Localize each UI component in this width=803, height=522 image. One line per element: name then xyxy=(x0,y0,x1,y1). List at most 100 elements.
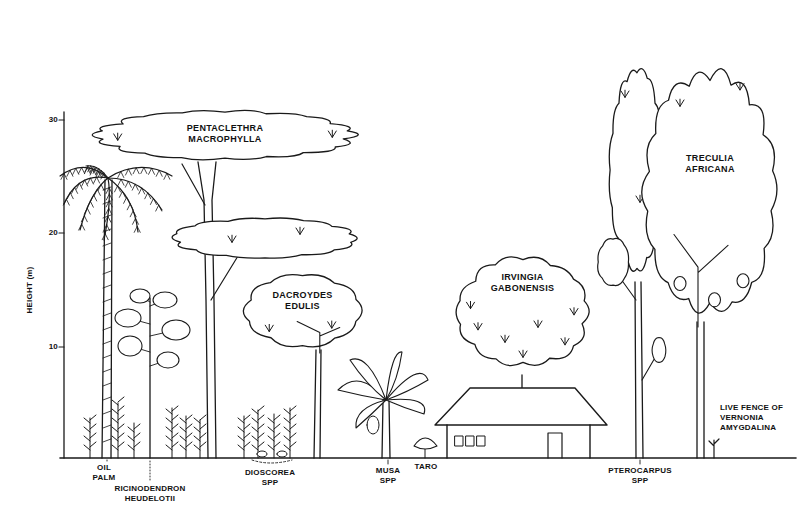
crown-outline xyxy=(448,250,598,375)
axis-tick xyxy=(59,232,64,233)
palm-leaflet xyxy=(87,201,93,207)
leaf-mark xyxy=(561,338,569,345)
tree-crown: PENTACLETHRA MACROPHYLLA xyxy=(80,106,370,164)
palm-leaflet xyxy=(156,205,162,211)
palm-leaflet xyxy=(106,194,112,200)
leaf-mark xyxy=(570,308,578,315)
palm-leaflet xyxy=(67,170,73,176)
palm-leaflet xyxy=(149,168,155,174)
shrub xyxy=(112,397,124,458)
palm-leaflet xyxy=(87,178,93,184)
tick-value: 20 xyxy=(38,228,58,238)
palm-leaflet xyxy=(79,168,85,174)
plant-name: PTEROCARPUS SPP xyxy=(605,466,675,486)
palm-ring xyxy=(103,285,111,288)
crown-lobe xyxy=(652,338,666,363)
shrub xyxy=(252,406,264,458)
palm-leaflet xyxy=(141,168,147,174)
palm-leaflet xyxy=(84,208,90,214)
leaf-mark xyxy=(501,335,509,342)
tree-crown: TRECULIA AFRICANA xyxy=(635,55,785,327)
shrub xyxy=(128,423,140,458)
fence-note: LIVE FENCE OF VERNONIA AMYGDALINA xyxy=(720,403,794,433)
broad-leaf xyxy=(157,352,179,368)
palm-leaflet xyxy=(85,166,91,172)
palm-leaflet xyxy=(98,185,104,191)
palm-leaflet xyxy=(125,181,131,187)
leaf-mark xyxy=(114,133,122,140)
palm-leaflet xyxy=(156,170,162,176)
tree-stem xyxy=(149,298,150,458)
house-window xyxy=(477,436,485,446)
leaf-mark xyxy=(328,321,336,328)
shrub xyxy=(180,415,192,458)
leaf-mark xyxy=(265,324,273,331)
broad-leaf xyxy=(153,292,177,308)
palm-leaflet xyxy=(124,197,130,203)
tree-trunk xyxy=(635,282,643,458)
palm-leaflet xyxy=(61,173,67,179)
plant-name: OIL PALM xyxy=(87,463,121,483)
palm-ring xyxy=(103,257,111,260)
leader-line xyxy=(640,460,641,464)
leaf-mark xyxy=(328,130,336,137)
palm-frond xyxy=(86,166,108,178)
palm-leaflet xyxy=(63,199,69,205)
taro-leaf xyxy=(414,438,437,449)
palm-ring xyxy=(103,397,111,400)
palm-leaflet xyxy=(102,234,108,240)
tuber-bracket xyxy=(252,460,292,463)
leaf-mark xyxy=(676,99,684,106)
palm-leaflet xyxy=(105,216,111,222)
height-axis xyxy=(63,112,64,458)
palm-leaflet xyxy=(119,191,125,197)
house-roof xyxy=(435,388,607,425)
palm-leaflet xyxy=(94,189,100,195)
tree-crown: DACROYDES EDULIS xyxy=(236,268,369,353)
axis-tick xyxy=(59,119,64,120)
plant-name: MUSA SPP xyxy=(372,466,404,486)
leaf-mark xyxy=(519,350,527,357)
palm-leaflet xyxy=(106,188,112,194)
leaf-mark xyxy=(534,320,542,327)
crown-outline xyxy=(456,257,589,366)
palm-ring xyxy=(103,271,111,274)
banana-leaf xyxy=(350,359,386,400)
axis-title: HEIGHT (m) xyxy=(25,250,35,330)
leaf-mark xyxy=(466,301,474,308)
crown-lobe xyxy=(598,238,629,285)
tree-crown: IRVINGIA GABONENSIS xyxy=(448,250,598,375)
tree-branch xyxy=(618,275,656,380)
palm-leaflet xyxy=(150,198,156,204)
palm-ring xyxy=(103,439,111,442)
species-name: PENTACLETHRA MACROPHYLLA xyxy=(178,123,273,145)
broad-leaf xyxy=(115,309,141,327)
leaf-mark xyxy=(474,323,482,330)
crown-branch xyxy=(674,235,728,327)
banana-leaf xyxy=(386,399,425,414)
house-window xyxy=(466,436,474,446)
palm-leaflet xyxy=(118,172,124,178)
palm-leaflet xyxy=(106,208,112,214)
leaf-mark xyxy=(228,227,304,242)
leader-line xyxy=(107,460,108,462)
crown-branch xyxy=(297,322,340,353)
species-name: IRVINGIA GABONENSIS xyxy=(483,272,563,294)
palm-ring xyxy=(103,425,111,428)
broad-leaf xyxy=(130,289,150,303)
palm-leaflet xyxy=(164,173,170,179)
banana-bunch xyxy=(367,416,379,434)
palm-leaflet xyxy=(79,224,85,230)
palm-ring xyxy=(103,313,111,316)
palm-leaflet xyxy=(91,195,97,201)
tree-trunk xyxy=(697,322,704,458)
palm-ring xyxy=(103,355,111,358)
banana-leaf xyxy=(386,373,428,400)
palm-frond xyxy=(80,178,108,230)
ground-line xyxy=(60,457,796,459)
breadfruit xyxy=(709,293,721,307)
broad-leaf xyxy=(118,336,142,356)
palm-frond xyxy=(108,178,162,210)
shrub xyxy=(194,415,206,458)
